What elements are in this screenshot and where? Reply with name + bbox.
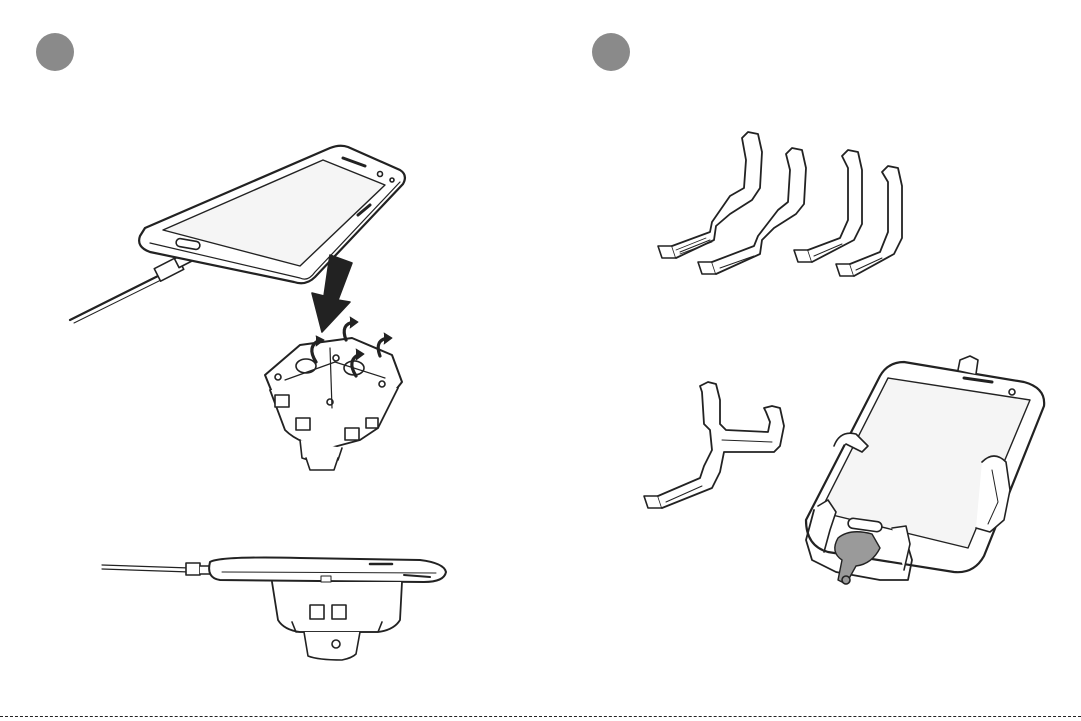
combined-arm-illustration xyxy=(644,382,784,508)
mount-base-illustration xyxy=(265,338,402,470)
step-2-illustration xyxy=(540,0,1081,721)
phone-in-holder-illustration xyxy=(806,356,1044,584)
step-1-panel xyxy=(0,0,540,721)
page-divider xyxy=(0,716,1081,717)
holder-arms-illustration xyxy=(658,132,902,276)
step-1-illustration xyxy=(0,0,540,721)
step-2-panel xyxy=(540,0,1081,721)
side-view-illustration xyxy=(102,558,446,661)
usb-cable-illustration xyxy=(70,252,192,323)
